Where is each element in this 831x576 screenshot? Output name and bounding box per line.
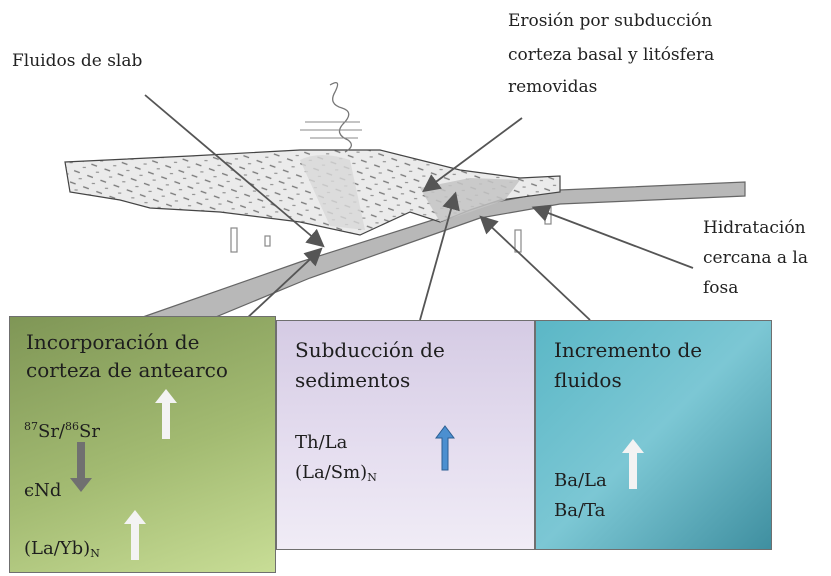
label-hydration-3: fosa <box>703 278 739 298</box>
label-erosion-1: Erosión por subducción <box>508 11 713 31</box>
volcanic-plume <box>329 82 352 153</box>
box-forearc-crust: Incorporación de corteza de antearco 87S… <box>9 316 276 573</box>
proxy-ba-la: Ba/La <box>554 470 607 491</box>
label-hydration-1: Hidratación <box>703 218 806 238</box>
box2-title-line2: sedimentos <box>295 368 411 392</box>
label-erosion-3: removidas <box>508 77 598 97</box>
proxy-epsilon-nd: ϵNd <box>24 480 62 501</box>
pointer-box1 <box>244 247 323 321</box>
pointer-erosion <box>422 117 523 193</box>
box1-title-line1: Incorporación de <box>26 330 200 354</box>
proxy-la-sm: (La/Sm)N <box>295 462 377 484</box>
box-sediment-subduction: Subducción de sedimentos Th/La (La/Sm)N <box>276 320 535 550</box>
proxy-sr-isotope: 87Sr/86Sr <box>24 420 100 442</box>
arrow-up-icon <box>155 389 177 439</box>
proxy-la-yb: (La/Yb)N <box>24 538 100 560</box>
label-erosion-2: corteza basal y litósfera <box>508 45 715 65</box>
box-fluid-increase: Incremento de fluidos Ba/La Ba/Ta <box>535 320 772 550</box>
box3-title-line2: fluidos <box>554 368 622 392</box>
proxy-th-la: Th/La <box>295 432 348 453</box>
arrow-up-icon <box>622 439 644 489</box>
arrow-up-icon <box>124 510 146 560</box>
box1-title-line2: corteza de antearco <box>26 358 228 382</box>
label-slab-fluids: Fluidos de slab <box>12 51 143 71</box>
arrow-up-icon <box>435 425 455 471</box>
pointer-hydration <box>531 204 694 269</box>
label-hydration-2: cercana a la <box>703 248 808 268</box>
proxy-ba-ta: Ba/Ta <box>554 500 606 521</box>
pointer-box3 <box>479 215 591 321</box>
pointer-slab-fluids <box>144 94 325 248</box>
arrow-down-icon <box>70 442 92 492</box>
pointer-box2 <box>419 191 460 321</box>
box3-title-line1: Incremento de <box>554 338 703 362</box>
box2-title-line1: Subducción de <box>295 338 445 362</box>
